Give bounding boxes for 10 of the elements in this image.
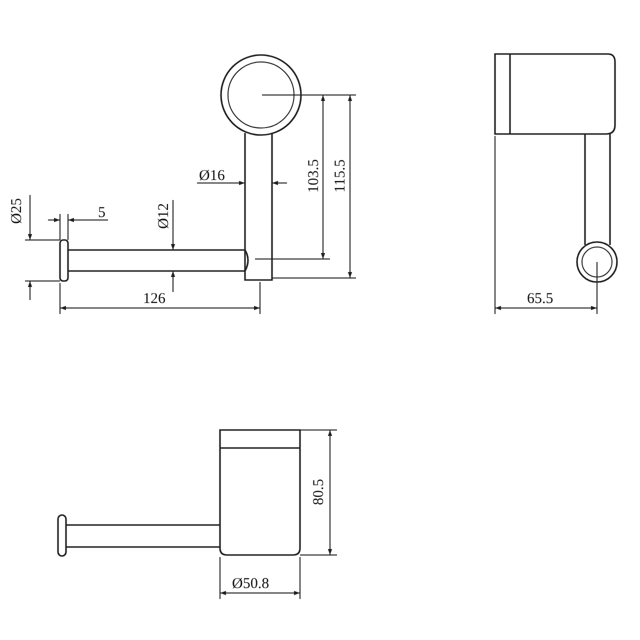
dimension-label: 65.5 [527, 291, 554, 307]
dimension-label: 126 [143, 291, 166, 307]
dimension-label: 103.5 [306, 159, 322, 193]
dimension-label: 5 [98, 205, 106, 221]
dimension-label: 115.5 [332, 159, 349, 193]
dimension-label: Ø12 [156, 203, 172, 229]
dimension-label: 80.5 [311, 478, 328, 506]
dimension-label: Ø25 [8, 198, 25, 224]
dimension-label: Ø16 [199, 168, 225, 184]
dimension-label: Ø50.8 [232, 576, 270, 592]
